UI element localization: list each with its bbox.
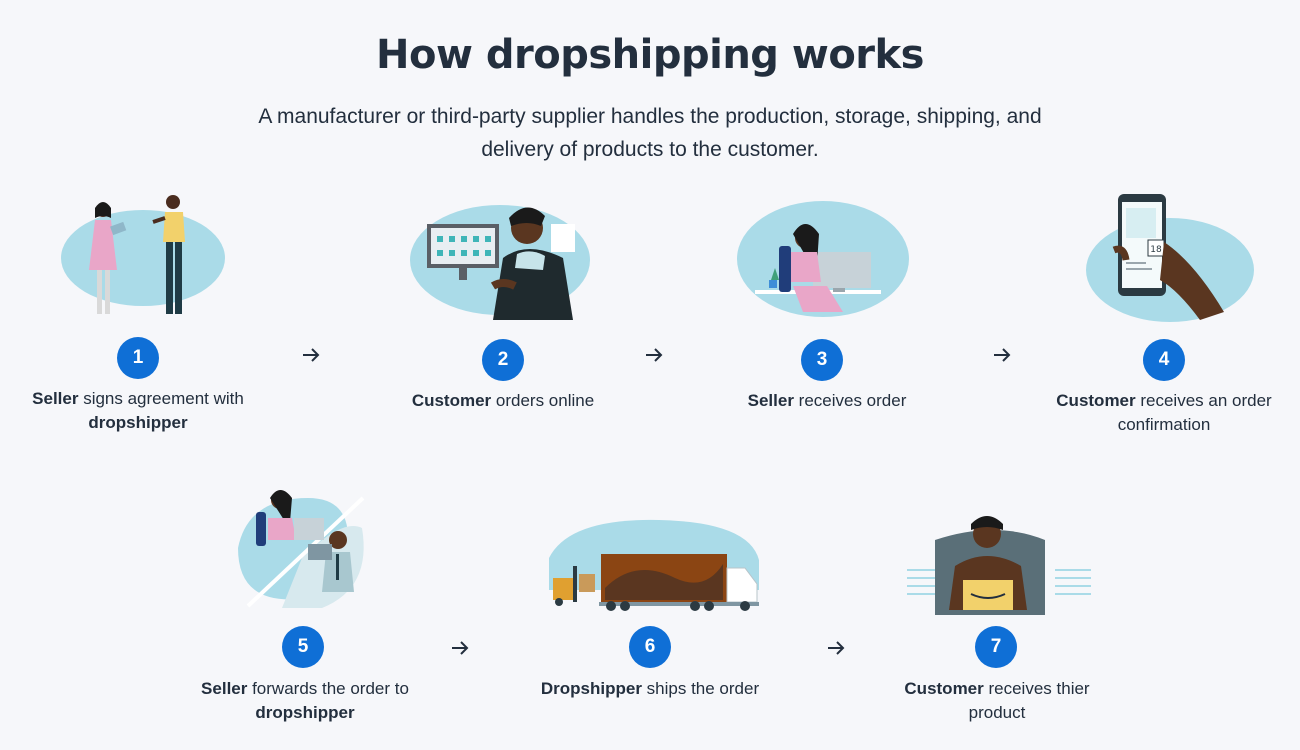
step-7-actor: Customer — [904, 679, 984, 698]
step-3-actor: Seller — [747, 391, 794, 410]
page-title: How dropshipping works — [376, 32, 924, 78]
step-7-caption: Customer receives thier product — [877, 677, 1117, 725]
step-1-caption: Seller signs agreement with dropshipper — [18, 387, 258, 435]
step-2-actor: Customer — [411, 391, 492, 410]
step-6-text: ships the order — [641, 679, 760, 698]
step-1-target: dropshipper — [88, 413, 188, 432]
step-2-text: orders online — [491, 391, 595, 410]
step-3-text: receives order — [793, 391, 907, 410]
step-5-caption: Seller forwards the order to dropshipper — [185, 677, 425, 725]
step-3-caption: Seller receives order — [707, 389, 947, 413]
step-7-badge: 7 — [975, 626, 1017, 668]
step-5-actor: Seller — [201, 679, 248, 698]
step-1-badge: 1 — [117, 337, 159, 379]
customer-receives-product-illustration — [907, 516, 1091, 615]
page-subtitle: A manufacturer or third-party supplier h… — [258, 105, 1042, 161]
step-7-text: receives thier product — [968, 679, 1090, 722]
step-1-text: signs agreement with — [78, 389, 244, 408]
arrow-right-icon — [646, 348, 663, 362]
arrow-right-icon — [452, 641, 469, 655]
step-3-badge: 3 — [801, 339, 843, 381]
seller-receives-illustration — [737, 201, 909, 317]
step-4-badge: 4 — [1143, 339, 1185, 381]
seller-agreement-illustration — [61, 195, 225, 314]
arrow-right-icon — [303, 348, 320, 362]
step-5-text: forwards the order to — [247, 679, 409, 698]
seller-forwards-illustration — [238, 490, 365, 608]
order-confirmation-illustration: 18 — [1086, 194, 1254, 322]
step-1-actor: Seller — [32, 389, 79, 408]
step-5-target: dropshipper — [255, 703, 355, 722]
svg-text:18: 18 — [1150, 245, 1162, 255]
step-5-badge: 5 — [282, 626, 324, 668]
customer-orders-illustration — [410, 205, 590, 320]
step-4-caption: Customer receives an order confirmation — [1044, 389, 1284, 437]
step-2-badge: 2 — [482, 339, 524, 381]
step-6-actor: Dropshipper — [540, 679, 642, 698]
step-6-badge: 6 — [629, 626, 671, 668]
step-4-text: receives an order confirmation — [1117, 391, 1272, 434]
arrow-right-icon — [828, 641, 845, 655]
step-4-actor: Customer — [1056, 391, 1136, 410]
step-6-caption: Dropshipper ships the order — [530, 677, 770, 701]
dropshipper-ships-illustration — [549, 519, 759, 611]
arrow-right-icon — [994, 348, 1011, 362]
step-2-caption: Customer orders online — [383, 389, 623, 413]
